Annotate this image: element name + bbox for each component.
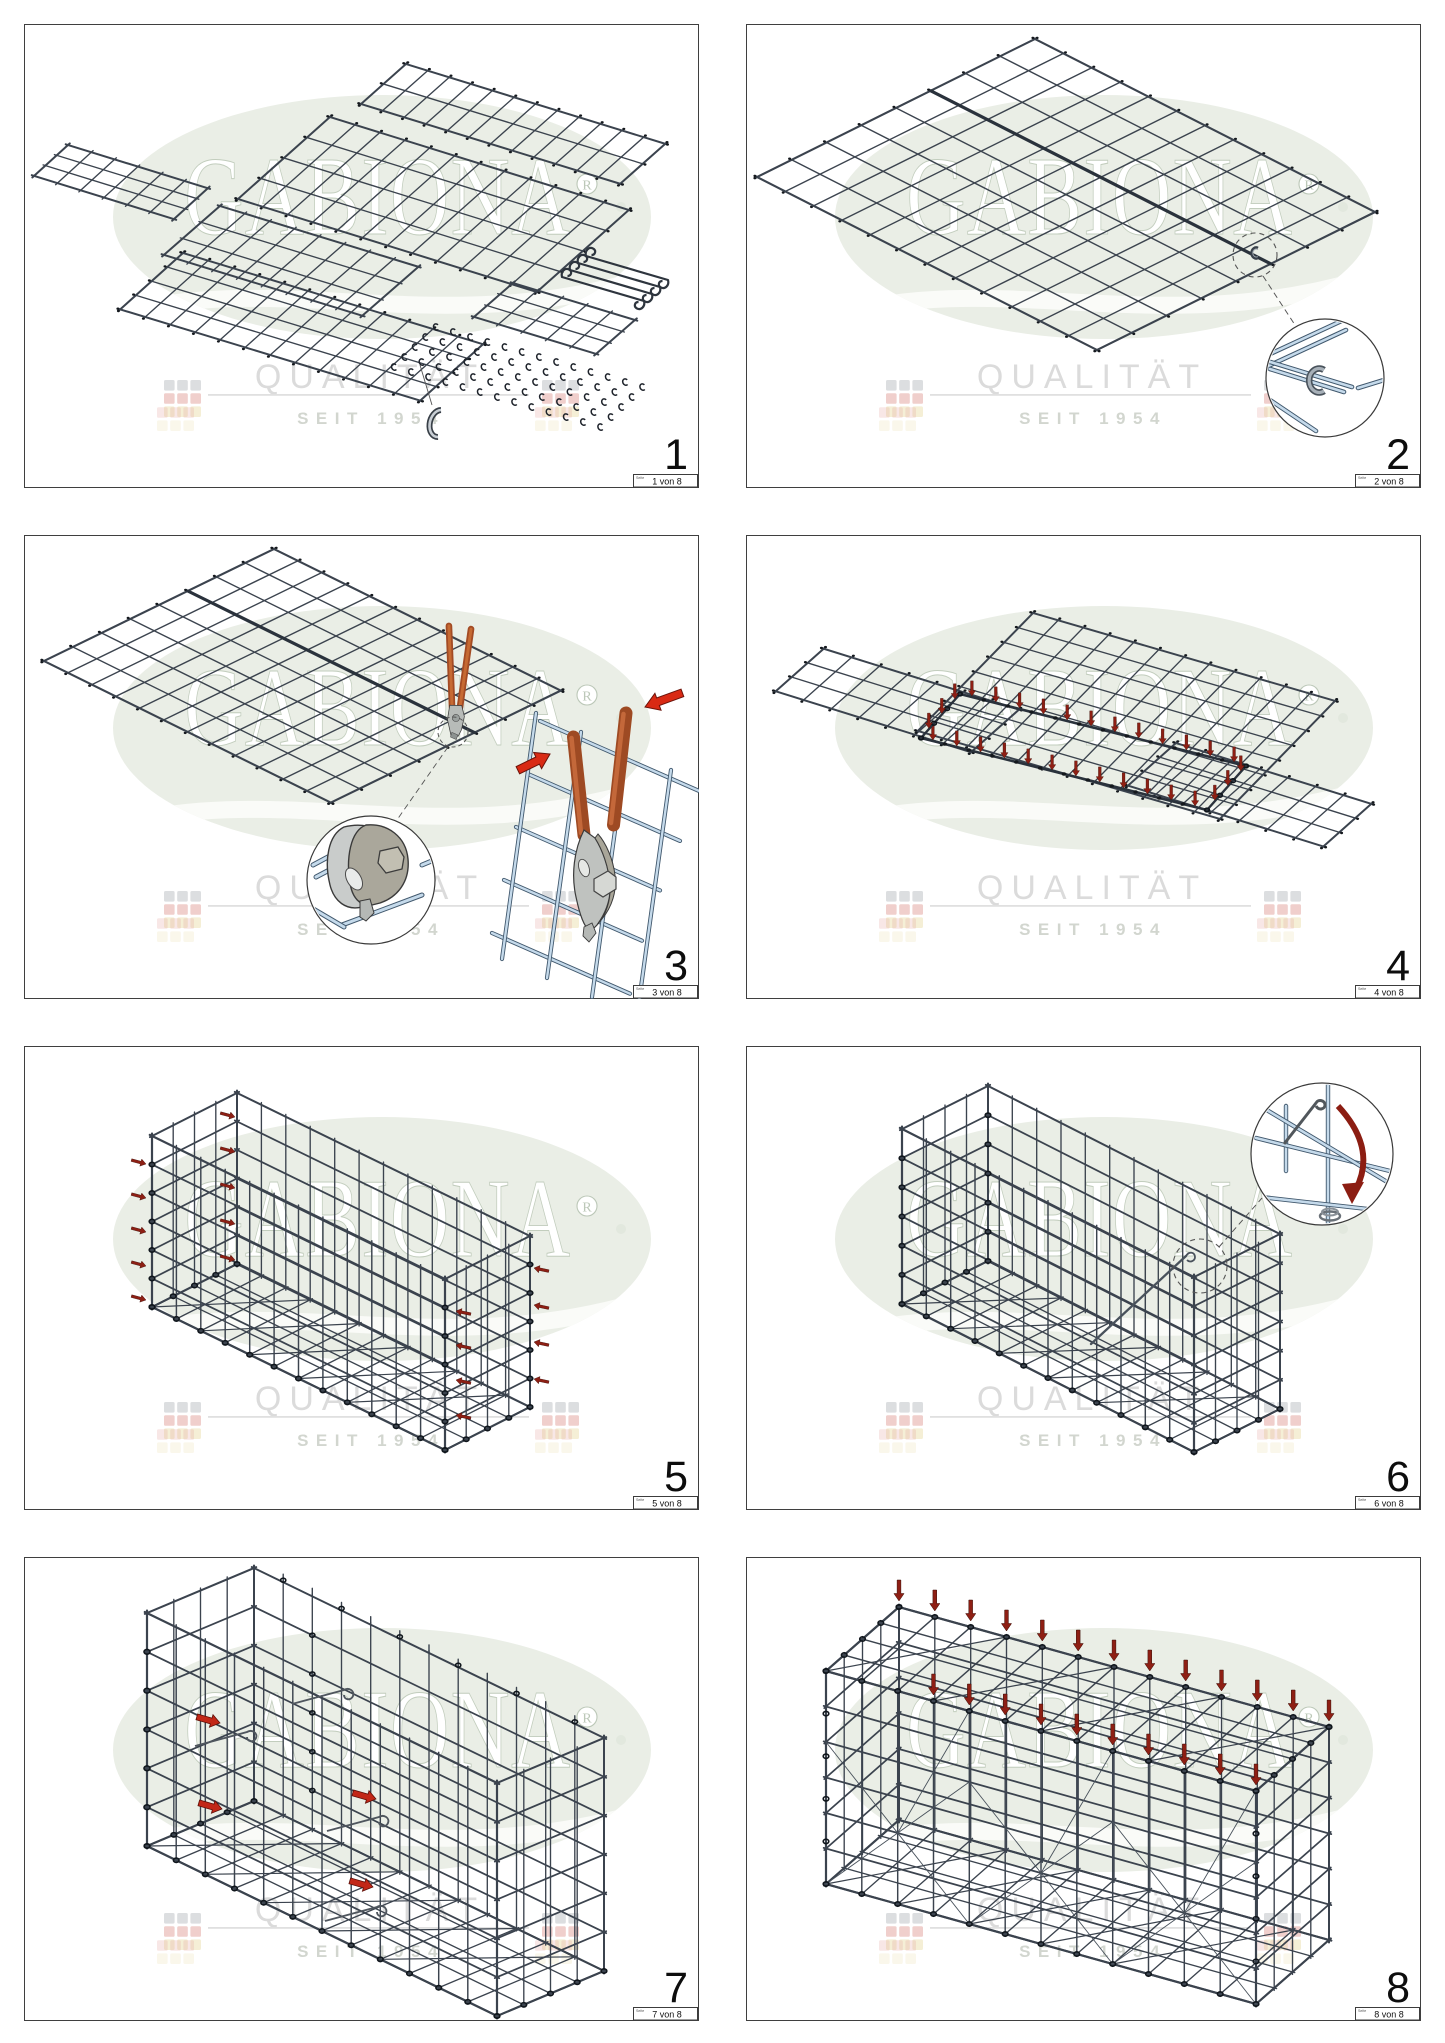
svg-text:4: 4: [1386, 942, 1410, 990]
svg-text:8: 8: [1386, 1964, 1410, 2012]
svg-text:6 von 8: 6 von 8: [1374, 1499, 1404, 1509]
svg-text:5 von 8: 5 von 8: [652, 1499, 682, 1509]
svg-text:4 von 8: 4 von 8: [1374, 988, 1404, 998]
svg-text:7: 7: [664, 1964, 688, 2012]
svg-text:Seite: Seite: [636, 1498, 644, 1502]
svg-text:Seite: Seite: [636, 987, 644, 991]
svg-text:2 von 8: 2 von 8: [1374, 477, 1404, 487]
svg-text:Seite: Seite: [636, 2009, 644, 2013]
svg-text:6: 6: [1386, 1453, 1410, 1501]
svg-text:Seite: Seite: [1358, 1498, 1366, 1502]
svg-text:1: 1: [664, 431, 688, 479]
svg-text:Seite: Seite: [636, 476, 644, 480]
svg-text:5: 5: [664, 1453, 688, 1501]
svg-text:Seite: Seite: [1358, 476, 1366, 480]
svg-text:Seite: Seite: [1358, 987, 1366, 991]
svg-text:2: 2: [1386, 431, 1410, 479]
svg-text:8 von 8: 8 von 8: [1374, 2010, 1404, 2020]
svg-text:3 von 8: 3 von 8: [652, 988, 682, 998]
svg-text:7 von 8: 7 von 8: [652, 2010, 682, 2020]
svg-text:Seite: Seite: [1358, 2009, 1366, 2013]
svg-text:1 von 8: 1 von 8: [652, 477, 682, 487]
svg-text:3: 3: [664, 942, 688, 990]
